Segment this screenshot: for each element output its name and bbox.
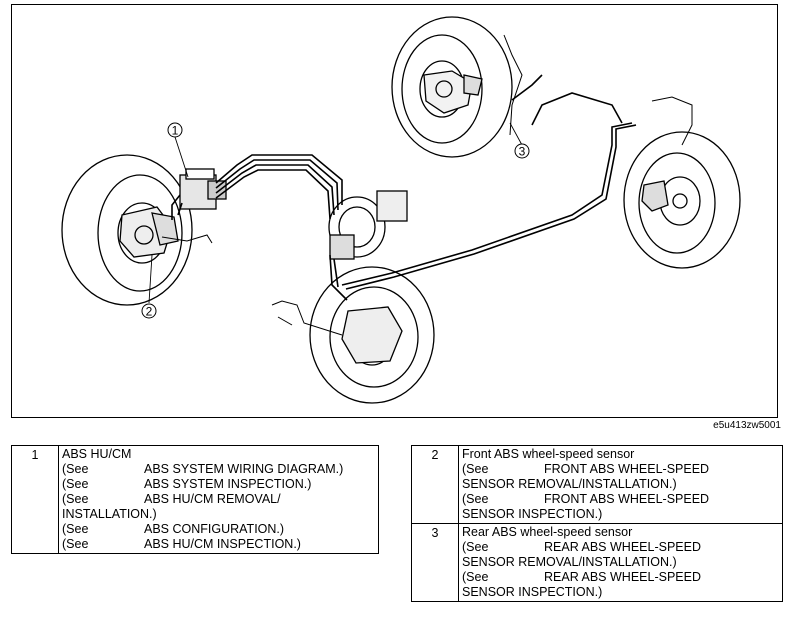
- reference-link[interactable]: ABS HU/CM INSPECTION.): [144, 537, 301, 551]
- brake-booster: [328, 190, 408, 260]
- reference-line: (See REAR ABS WHEEL-SPEED: [462, 570, 779, 585]
- see-label: (See: [62, 522, 89, 536]
- rear-left-wheel: [391, 16, 513, 158]
- reference-link[interactable]: REAR ABS WHEEL-SPEED: [544, 540, 701, 554]
- abs-diagram-drawing: 1 2 3: [61, 16, 741, 404]
- reference-link[interactable]: ABS HU/CM REMOVAL/: [144, 492, 281, 506]
- front-left-wheel: [61, 154, 193, 306]
- reference-line: SENSOR INSPECTION.): [462, 585, 779, 600]
- reference-link[interactable]: ABS SYSTEM INSPECTION.): [144, 477, 312, 491]
- see-label: (See: [62, 462, 89, 476]
- see-label: (See: [462, 462, 489, 476]
- reference-link[interactable]: SENSOR INSPECTION.): [462, 585, 603, 599]
- reference-line: INSTALLATION.): [62, 507, 375, 522]
- front-right-wheel: [309, 266, 435, 404]
- callout-circles: [141, 122, 530, 319]
- reference-line: (See ABS HU/CM INSPECTION.): [62, 537, 375, 552]
- figure-code: e5u413zw5001: [713, 420, 781, 431]
- reference-line: (See FRONT ABS WHEEL-SPEED: [462, 462, 779, 477]
- reference-line: (See FRONT ABS WHEEL-SPEED: [462, 492, 779, 507]
- callout-3: 3: [519, 145, 526, 159]
- see-label: (See: [462, 540, 489, 554]
- callout-2: 2: [146, 305, 153, 319]
- reference-line: SENSOR INSPECTION.): [462, 507, 779, 522]
- abs-diagram: 1 2 3: [11, 4, 778, 418]
- brake-lines: [171, 74, 637, 301]
- abs-hu-cm-unit: [179, 168, 227, 210]
- legend-item-title: ABS HU/CM: [62, 447, 132, 461]
- reference-link[interactable]: FRONT ABS WHEEL-SPEED: [544, 462, 710, 476]
- sensor-wires: [161, 34, 693, 336]
- reference-line: SENSOR REMOVAL/INSTALLATION.): [462, 555, 779, 570]
- see-label: (See: [62, 492, 89, 506]
- callout-1: 1: [172, 124, 179, 138]
- reference-link[interactable]: SENSOR REMOVAL/INSTALLATION.): [462, 477, 677, 491]
- reference-link[interactable]: FRONT ABS WHEEL-SPEED: [544, 492, 710, 506]
- reference-link[interactable]: ABS SYSTEM WIRING DIAGRAM.): [144, 462, 344, 476]
- legend-item-number: 1: [11, 445, 59, 554]
- reference-link[interactable]: INSTALLATION.): [62, 507, 157, 521]
- reference-line: (See REAR ABS WHEEL-SPEED: [462, 540, 779, 555]
- reference-link[interactable]: SENSOR INSPECTION.): [462, 507, 603, 521]
- legend-item-title: Front ABS wheel-speed sensor: [462, 447, 635, 461]
- reference-line: (See ABS SYSTEM INSPECTION.): [62, 477, 375, 492]
- reference-line: SENSOR REMOVAL/INSTALLATION.): [462, 477, 779, 492]
- reference-line: (See ABS HU/CM REMOVAL/: [62, 492, 375, 507]
- reference-link[interactable]: SENSOR REMOVAL/INSTALLATION.): [462, 555, 677, 569]
- see-label: (See: [462, 570, 489, 584]
- reference-link[interactable]: ABS CONFIGURATION.): [144, 522, 285, 536]
- see-label: (See: [462, 492, 489, 506]
- rear-right-wheel: [623, 131, 741, 269]
- reference-link[interactable]: REAR ABS WHEEL-SPEED: [544, 570, 701, 584]
- legend-item-number: 2: [411, 445, 459, 524]
- legend-item-number: 3: [411, 523, 459, 602]
- see-label: (See: [62, 537, 89, 551]
- reference-line: (See ABS SYSTEM WIRING DIAGRAM.): [62, 462, 375, 477]
- legend-item-title: Rear ABS wheel-speed sensor: [462, 525, 633, 539]
- reference-line: (See ABS CONFIGURATION.): [62, 522, 375, 537]
- see-label: (See: [62, 477, 89, 491]
- callout-leaders: [148, 122, 523, 304]
